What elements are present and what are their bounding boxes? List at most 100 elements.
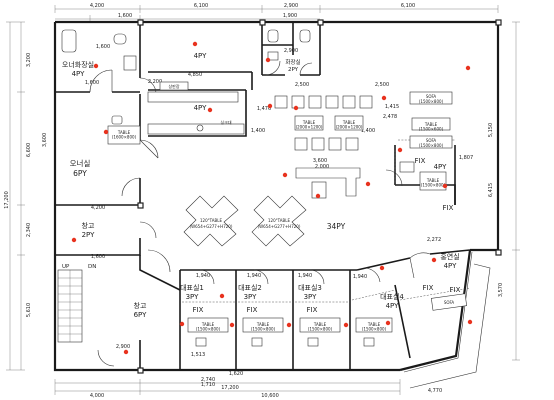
marker: [93, 63, 99, 69]
rep1-area: 3PY: [186, 293, 200, 301]
marker: [282, 172, 288, 178]
dim-inner-21: 1,513: [191, 352, 205, 358]
marker: [442, 183, 448, 189]
fix-label-2: FIX: [307, 306, 318, 314]
columns: [137, 19, 502, 374]
meeting-table-label-2: TABLE(2000×1200): [336, 120, 363, 129]
dim-inner-3: 2,500: [375, 82, 389, 88]
dim-inner-2: 2,500: [295, 82, 309, 88]
marker: [293, 105, 299, 111]
dim-inner-7: 2,478: [383, 114, 397, 120]
dim-right-3: 3,570: [498, 283, 504, 297]
dim-inner-1: 4,850: [188, 72, 202, 78]
room-labels: 오너화장실 4PY 오너실 6PY 창고 2PY 창고 6PY 4PY 4PY …: [62, 52, 460, 319]
pantry-area: 4PY: [194, 104, 208, 112]
sofa-top-dims: (1500×800): [419, 99, 444, 104]
dim-bottom-total: 17,200: [221, 385, 239, 391]
rep1-table-label: TABLE(1500×800): [196, 322, 221, 331]
marker: [207, 107, 213, 113]
rep2-area: 3PY: [244, 293, 258, 301]
dim-inner-9: 2,000: [315, 164, 329, 170]
sofa-bottom-label: SOFA: [426, 138, 437, 143]
stairs-up-label: UP: [62, 264, 70, 270]
marker: [379, 265, 385, 271]
owner-restroom-fixtures: [61, 29, 137, 71]
rep4-name: 대표실4: [380, 292, 404, 301]
dim-inner-16: 1,600: [96, 44, 110, 50]
owner-office-area: 6PY: [73, 169, 87, 178]
marker: [179, 321, 185, 327]
rep2-table-label: TABLE(1500×800): [251, 322, 276, 331]
storage-large-name: 창고: [134, 302, 147, 310]
dim-right-2: 6,415: [488, 183, 494, 197]
dim-inner-23: 1,400: [361, 128, 375, 134]
dim-inner-22: 1,600: [91, 254, 105, 260]
dim-top-2: 6,100: [194, 3, 208, 9]
dimension-labels: 4,200 6,100 2,900 6,100 1,600 1,900 17,2…: [4, 3, 504, 399]
dim-bottom-2: 10,600: [261, 393, 279, 399]
fix-labels: FIX FIX FIX FIX FIX FIX FIX: [193, 157, 461, 314]
marker: [219, 293, 225, 299]
dim-inner-17: 2,900: [284, 48, 298, 54]
fix-label-1: FIX: [247, 306, 258, 314]
marker: [265, 57, 271, 63]
dim-inner-4: 1,415: [385, 104, 399, 110]
rep3-table-label: TABLE(1500×800): [308, 322, 333, 331]
rep4-table-label: TABLE(1500×800): [362, 322, 387, 331]
dim-left-2: 6,600: [26, 143, 32, 157]
staircase: UP DN: [57, 264, 96, 343]
right-room-area: 4PY: [434, 163, 448, 171]
dim-inner-15: 2,272: [427, 237, 441, 243]
marker: [431, 257, 437, 263]
dim-left-3: 2,340: [26, 223, 32, 237]
red-markers: [71, 41, 473, 355]
fix-label-6: FIX: [423, 284, 434, 292]
fix-label-4: FIX: [415, 157, 426, 165]
dim-inner-26: 2,900: [116, 344, 130, 350]
owner-restroom-name: 오너화장실: [62, 60, 94, 69]
meeting-tables: TABLE(2000×1200) TABLE(2000×1200): [274, 95, 373, 151]
marker: [315, 193, 321, 199]
dim-top-1: 4,200: [90, 3, 104, 9]
dim-inner-20: 4,770: [428, 388, 442, 394]
dim-left-1: 3,200: [26, 53, 32, 67]
owner-office-name: 오너실: [70, 158, 91, 168]
dim-bottom-inner-2: 1,620: [229, 371, 243, 377]
marker: [381, 95, 387, 101]
open-table-right-label: 120°TABLE: [268, 218, 290, 223]
right-room-furniture: TABLE(1500×800): [399, 161, 447, 191]
restroom-area: 2PY: [288, 67, 299, 73]
dim-inner-19: 1,710: [201, 382, 215, 388]
open-table-left-dims: (W654+G277+H720): [190, 224, 233, 229]
rehearsal-name: 홍연실: [440, 252, 459, 261]
sofa-group: SOFA (1500×800) TABLE(1500×600) SOFA (15…: [409, 91, 453, 149]
right-room-table-label: TABLE(1500×800): [421, 178, 446, 187]
interior-walls: [55, 22, 471, 370]
rep-office-desks: TABLE(1500×800) TABLE(1500×800) TABLE(15…: [187, 317, 393, 347]
dim-left-total: 17,200: [4, 191, 10, 209]
open-table-right-dims: (W654+G277+H720): [258, 224, 301, 229]
dim-top-inner-1: 1,600: [118, 13, 132, 19]
cabinet-label: 상판장: [168, 83, 179, 89]
rehearsal-furniture: SOFA: [430, 293, 468, 311]
dim-inner-5: 1,400: [251, 128, 265, 134]
dim-bottom-inner-1: 2,740: [201, 377, 215, 383]
dim-top-inner-2: 1,900: [283, 13, 297, 19]
doors: [89, 60, 431, 367]
dim-inner-25: 2,200: [148, 79, 162, 85]
dim-inner-13: 1,940: [353, 274, 367, 280]
dim-top-4: 6,100: [401, 3, 415, 9]
marker: [385, 320, 391, 326]
sink-label: 싱크대: [220, 119, 231, 125]
fix-label-5: FIX: [443, 204, 454, 212]
dim-left-inner-1: 3,600: [42, 133, 48, 147]
pantry-counter: 상판장 싱크대: [147, 81, 245, 135]
dim-inner-10: 1,940: [196, 273, 210, 279]
marker: [365, 181, 371, 187]
restroom-fixtures: [267, 29, 311, 61]
marker: [467, 319, 473, 325]
open-office-tables: 120°TABLE (W654+G277+H720) 120°TABLE (W6…: [183, 195, 307, 247]
meeting-table-label-1: TABLE(2000×1200): [296, 120, 323, 129]
dim-left-4: 5,610: [26, 303, 32, 317]
open-office-area: 34PY: [327, 222, 346, 231]
